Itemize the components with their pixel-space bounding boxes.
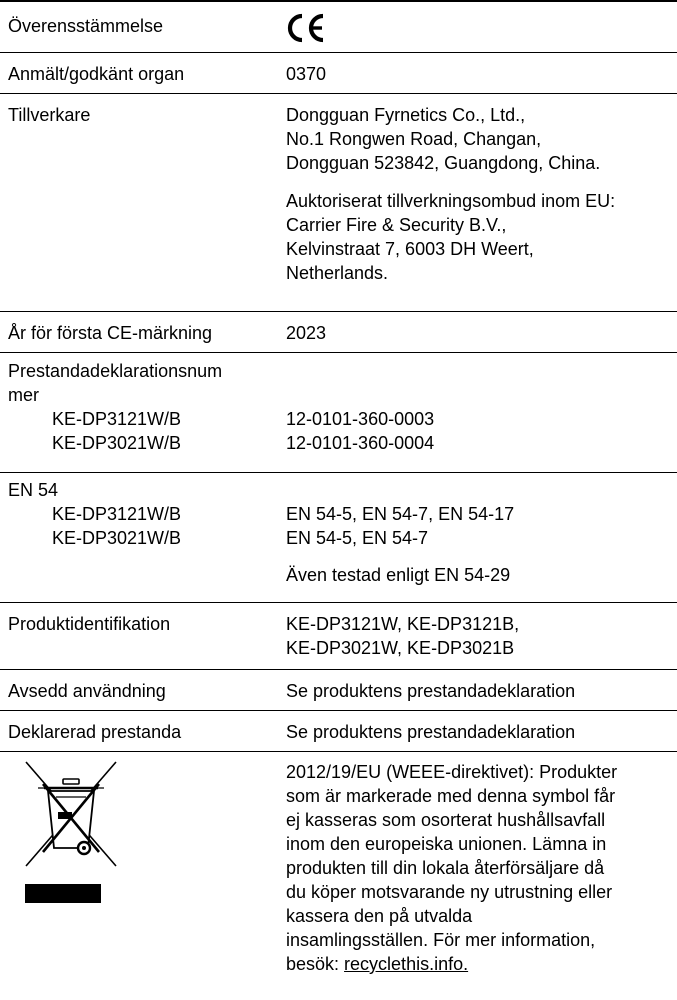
notified-body-value: 0370 bbox=[286, 64, 327, 84]
en54-model-2: KE-DP3021W/B bbox=[52, 528, 182, 548]
eu-rep-line-3: Kelvinstraat 7, 6003 DH Weert, bbox=[286, 239, 534, 259]
row-manufacturer: Tillverkare Dongguan Fyrnetics Co., Ltd.… bbox=[0, 93, 677, 311]
eu-rep-line-1: Auktoriserat tillverkningsombud inom EU: bbox=[286, 191, 616, 211]
dop-value-2: 12-0101-360-0004 bbox=[286, 433, 435, 453]
row-ce-year: År för första CE-märkning 2023 bbox=[0, 311, 677, 352]
en54-value-2: EN 54-5, EN 54-7 bbox=[286, 528, 429, 548]
manufacturer-line-3: Dongguan 523842, Guangdong, China. bbox=[286, 153, 601, 173]
ce-year-value: 2023 bbox=[286, 323, 327, 343]
weee-line-7: kassera den på utvalda bbox=[286, 906, 473, 926]
product-id-label: Produktidentifikation bbox=[8, 614, 171, 634]
weee-bar-marking bbox=[25, 884, 101, 903]
weee-visit-prefix: besök: bbox=[286, 954, 345, 974]
row-en54: EN 54 KE-DP3121W/B EN 54-5, EN 54-7, EN … bbox=[0, 472, 677, 602]
conformity-label: Överensstämmelse bbox=[8, 16, 164, 36]
dop-label-line-2: mer bbox=[8, 385, 39, 405]
product-id-line-1: KE-DP3121W, KE-DP3121B, bbox=[286, 614, 520, 634]
notified-body-label: Anmält/godkänt organ bbox=[8, 64, 185, 84]
dop-model-2: KE-DP3021W/B bbox=[52, 433, 182, 453]
ce-mark-icon bbox=[287, 13, 327, 48]
weee-line-9: besök: recyclethis.info. bbox=[286, 952, 468, 976]
dop-label-line-1: Prestandadeklarationsnum bbox=[8, 361, 223, 381]
manufacturer-label: Tillverkare bbox=[8, 105, 91, 125]
en54-label: EN 54 bbox=[8, 480, 59, 500]
weee-line-2: som är markerade med denna symbol får bbox=[286, 786, 616, 806]
en54-model-1: KE-DP3121W/B bbox=[52, 504, 182, 524]
dop-model-1: KE-DP3121W/B bbox=[52, 409, 182, 429]
weee-line-1: 2012/19/EU (WEEE-direktivet): Produkter bbox=[286, 762, 618, 782]
weee-line-4: inom den europeiska unionen. Lämna in bbox=[286, 834, 607, 854]
declared-performance-value: Se produktens prestandadeklaration bbox=[286, 722, 576, 742]
en54-value-1: EN 54-5, EN 54-7, EN 54-17 bbox=[286, 504, 515, 524]
recyclethis-link[interactable]: recyclethis.info. bbox=[344, 954, 469, 974]
manufacturer-line-2: No.1 Rongwen Road, Changan, bbox=[286, 129, 542, 149]
manufacturer-line-1: Dongguan Fyrnetics Co., Ltd., bbox=[286, 105, 526, 125]
product-id-line-2: KE-DP3021W, KE-DP3021B bbox=[286, 638, 515, 658]
weee-line-8: insamlingsställen. För mer information, bbox=[286, 930, 596, 950]
weee-line-3: ej kasseras som osorterat hushållsavfall bbox=[286, 810, 606, 830]
intended-use-value: Se produktens prestandadeklaration bbox=[286, 681, 576, 701]
ce-year-label: År för första CE-märkning bbox=[8, 323, 213, 343]
weee-line-5: produkten till din lokala återförsäljare… bbox=[286, 858, 605, 878]
intended-use-label: Avsedd användning bbox=[8, 681, 166, 701]
row-weee: 2012/19/EU (WEEE-direktivet): Produkter … bbox=[0, 751, 677, 1000]
row-conformity: Överensstämmelse bbox=[0, 0, 677, 52]
eu-rep-line-4: Netherlands. bbox=[286, 263, 389, 283]
eu-rep-line-2: Carrier Fire & Security B.V., bbox=[286, 215, 507, 235]
declared-performance-label: Deklarerad prestanda bbox=[8, 722, 182, 742]
crossed-out-wheelie-bin-icon bbox=[24, 760, 118, 873]
row-notified-body: Anmält/godkänt organ 0370 bbox=[0, 52, 677, 93]
row-product-id: Produktidentifikation KE-DP3121W, KE-DP3… bbox=[0, 602, 677, 669]
row-dop-number: Prestandadeklarationsnum mer KE-DP3121W/… bbox=[0, 352, 677, 472]
en54-note: Även testad enligt EN 54-29 bbox=[286, 565, 511, 585]
row-intended-use: Avsedd användning Se produktens prestand… bbox=[0, 669, 677, 710]
row-declared-performance: Deklarerad prestanda Se produktens prest… bbox=[0, 710, 677, 751]
dop-value-1: 12-0101-360-0003 bbox=[286, 409, 435, 429]
weee-line-6: du köper motsvarande ny utrustning eller bbox=[286, 882, 613, 902]
